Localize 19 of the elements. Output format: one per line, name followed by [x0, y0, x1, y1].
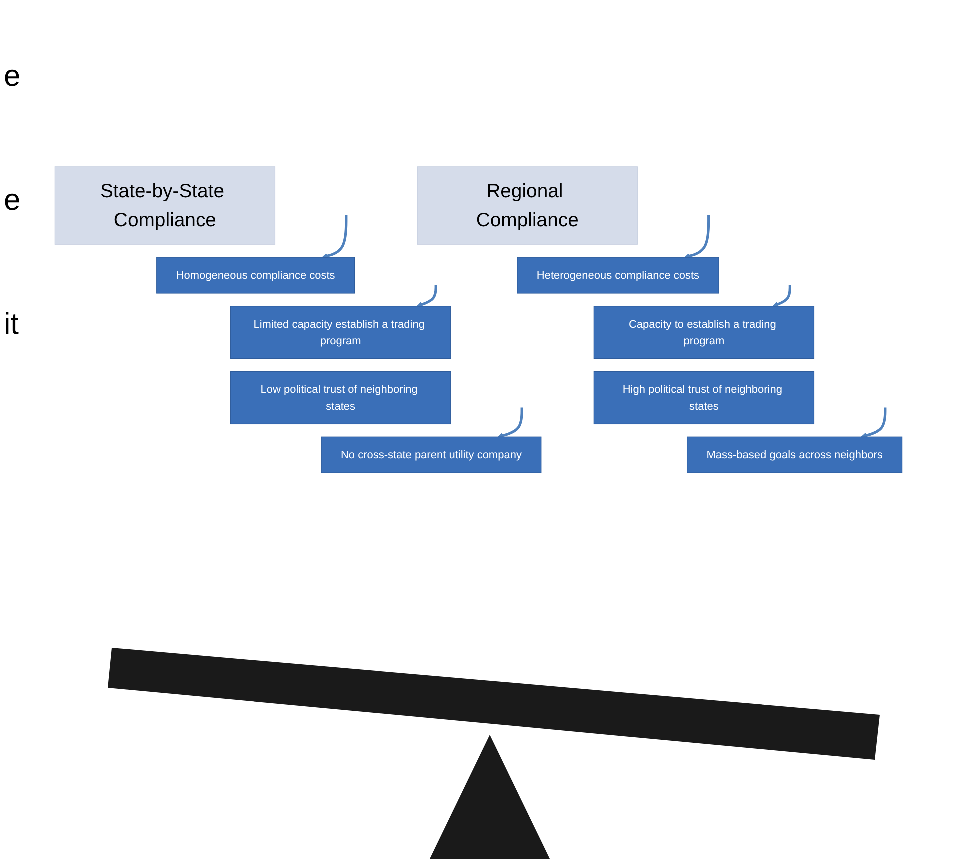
cut-off-text: e	[4, 60, 22, 94]
arrow	[772, 285, 792, 308]
node-box: Low political trust of neighboring states	[230, 371, 452, 425]
node-box: Capacity to establish a trading program	[594, 306, 815, 360]
cut-off-text: it	[4, 308, 20, 342]
cut-off-text: e	[4, 184, 22, 218]
node-box: High political trust of neighboring states	[594, 371, 815, 425]
node-box: No cross-state parent utility company	[321, 436, 542, 474]
node-box: Regional Compliance	[417, 166, 638, 245]
node-box: Heterogeneous compliance costs	[517, 257, 720, 294]
arrow	[498, 408, 524, 439]
node-box: Homogeneous compliance costs	[156, 257, 356, 294]
node-box: Mass-based goals across neighbors	[687, 436, 903, 474]
arrow	[861, 408, 887, 439]
arrow	[416, 285, 438, 308]
node-box: Limited capacity establish a trading program	[230, 306, 452, 360]
arrow	[322, 215, 348, 259]
arrow	[684, 215, 710, 259]
node-box: State-by-State Compliance	[54, 166, 276, 245]
